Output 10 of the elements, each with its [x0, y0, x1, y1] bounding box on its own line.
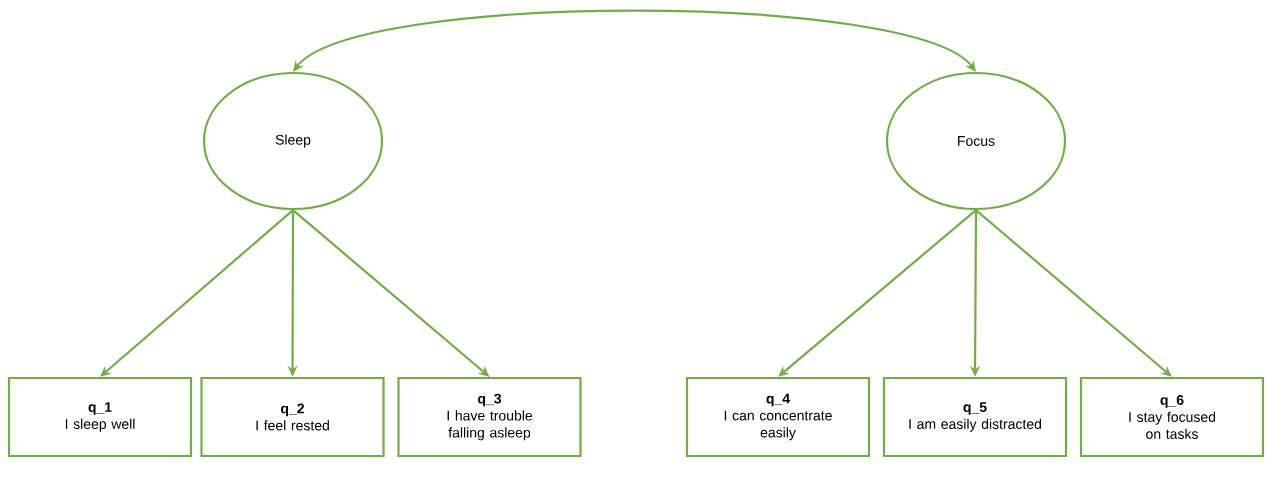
arrow — [100, 209, 294, 377]
arrow — [975, 209, 1172, 377]
item-box: q_6 I stay focused on tasks — [1079, 376, 1265, 458]
arrow — [778, 209, 977, 377]
arrow — [293, 9, 976, 72]
item-box: q_3 I have trouble falling asleep — [397, 376, 582, 458]
item-box: q_4 I can concentrate easily — [685, 376, 871, 458]
item-box: q_1 I sleep well — [7, 376, 193, 458]
item-box: q_5 I am easily distracted — [882, 376, 1068, 458]
item-box: q_2 I feel rested — [200, 376, 385, 458]
